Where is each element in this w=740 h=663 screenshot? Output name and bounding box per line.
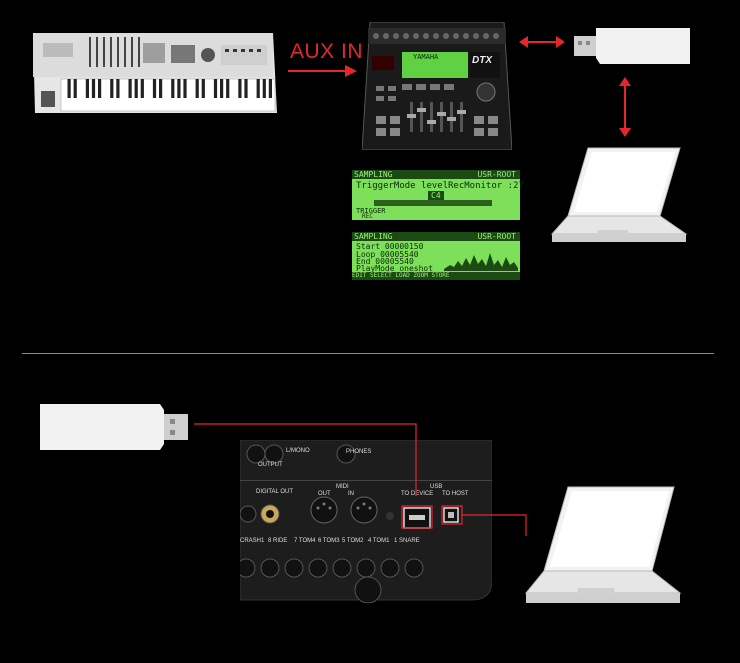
keyboard-black-key (244, 79, 248, 98)
synthesizer-keyboard (33, 33, 277, 113)
panel-pad-label-ride: 8 RIDE (268, 538, 288, 544)
panel-midi-label: MIDI (336, 484, 349, 490)
panel-midi-out-label: OUT (318, 491, 331, 497)
module-lcd-text: YAMAHA (413, 53, 439, 61)
lcd1-level-meter (374, 200, 492, 206)
panel-pad-label-tom3: 6 TOM3 (318, 538, 340, 544)
lcd1-header-right: USR-ROOT (477, 170, 516, 179)
lcd2-end: End 00005540 (356, 257, 414, 266)
lcd1-rec: REC (362, 213, 373, 220)
panel-pad-label-tom2: 5 TOM2 (342, 538, 364, 544)
panel-midi-in-label: IN (348, 491, 354, 497)
keyboard-black-key (256, 79, 260, 98)
panel-digital-out-label: DIGITAL OUT (256, 489, 294, 495)
lcd2-header-right: USR-ROOT (477, 232, 516, 241)
lcd1-note: C4 (428, 191, 444, 200)
lcd2-footer: EDIT SELECT LOAD ZOOM STORE (352, 272, 520, 280)
lcd2-waveform (444, 253, 518, 271)
keyboard-black-key (159, 79, 163, 98)
keyboard-black-key (226, 79, 230, 98)
usb-connection-lines (194, 423, 527, 536)
keyboard-black-key (183, 79, 187, 98)
keyboard-black-key (110, 79, 114, 98)
lcd2-playmode: PlayMode oneshot (356, 264, 434, 273)
panel-pad-label-tom1: 4 TOM1 (368, 538, 390, 544)
keyboard-black-key (152, 79, 157, 98)
keyboard-black-key (268, 79, 272, 98)
lcd1-line1-right: RecMonitor :27 (448, 181, 524, 191)
keyboard-black-key (262, 79, 266, 98)
panel-pad-label-crash1: CRASH1 (240, 538, 265, 544)
panel-to-host-label: TO HOST (442, 491, 469, 497)
keyboard-black-key (91, 79, 96, 98)
panel-pad-label-snare: 1 SNARE (394, 538, 420, 544)
keyboard-black-key (171, 79, 175, 98)
laptop-bottom (524, 486, 682, 603)
usb-flash-drive-top (574, 28, 690, 64)
keyboard-black-key (220, 79, 224, 98)
module-logo: DTX (472, 55, 492, 66)
sampling-lcd-trigger: SAMPLING USR-ROOT TriggerMode level RecM… (352, 170, 524, 220)
keyboard-black-key (67, 79, 71, 98)
panel-to-device-label: TO DEVICE (401, 491, 434, 497)
drum-trigger-module (362, 22, 512, 150)
lcd2-start: Start 00000150 (356, 242, 424, 251)
usb-flash-drive-bottom (40, 404, 188, 450)
panel-output-label: OUTPUT (258, 462, 283, 468)
lcd2-loop: Loop 00005540 (356, 250, 419, 259)
keyboard-black-key (238, 79, 242, 98)
laptop-top (550, 147, 688, 242)
section-divider (22, 353, 714, 354)
module-rear-panel (240, 440, 492, 603)
usb-laptop-arrow (619, 77, 631, 137)
keyboard-black-key (140, 79, 144, 98)
aux-in-label: AUX IN (290, 40, 364, 63)
lcd2-header-left: SAMPLING (354, 232, 393, 241)
aux-in-arrow (288, 65, 357, 77)
keyboard-black-key (98, 79, 102, 98)
panel-phones-label: PHONES (346, 449, 372, 455)
keyboard-black-key (134, 79, 138, 98)
lcd1-trigger: TRIGGER (356, 207, 386, 215)
keyboard-black-key (201, 79, 205, 98)
lcd1-header-left: SAMPLING (354, 170, 393, 179)
keyboard-black-key (73, 79, 77, 98)
keyboard-black-key (128, 79, 132, 98)
sampling-lcd-wave: SAMPLING USR-ROOT Start 00000150 Loop 00… (352, 232, 520, 280)
panel-pad-label-tom4: 7 TOM4 (294, 538, 316, 544)
lcd1-line1-left: TriggerMode level (356, 181, 449, 191)
panel-lmono-label: L/MONO (286, 448, 310, 454)
keyboard-black-key (213, 79, 218, 98)
module-usb-arrow (519, 36, 565, 48)
keyboard-black-key (195, 79, 199, 98)
panel-usb-label: USB (430, 484, 443, 490)
keyboard-black-key (116, 79, 120, 98)
keyboard-black-key (85, 79, 89, 98)
keyboard-black-key (177, 79, 181, 98)
